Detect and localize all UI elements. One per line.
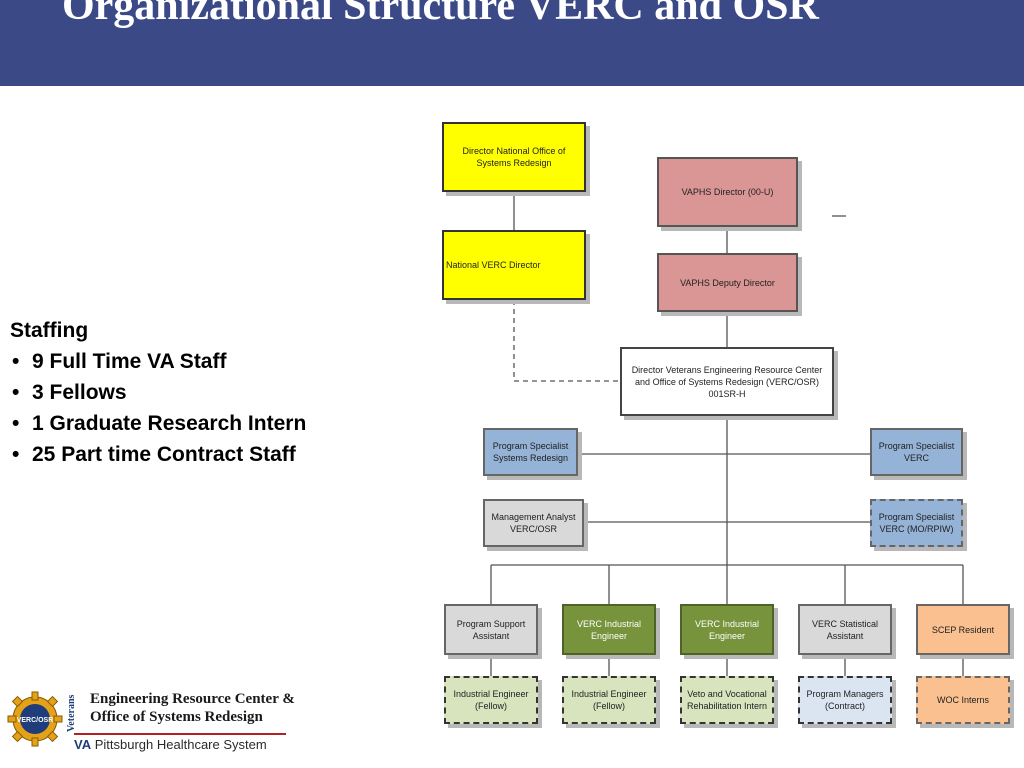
logo: VERC/OSR Veterans Engineering Resource C…: [0, 680, 300, 760]
box-woc-interns: WOC Interns: [916, 676, 1010, 724]
box-ps-verc: Program Specialist VERC: [870, 428, 963, 476]
gear-logo-icon: VERC/OSR: [7, 691, 63, 747]
logo-line-2: Office of Systems Redesign: [90, 709, 263, 725]
box-national-verc-director: National VERC Director: [442, 230, 586, 300]
box-director-verc-osr: Director Veterans Engineering Resource C…: [620, 347, 834, 416]
staffing-list: 9 Full Time VA Staff 3 Fellows 1 Graduat…: [10, 346, 390, 470]
staffing-section: Staffing 9 Full Time VA Staff 3 Fellows …: [10, 315, 390, 470]
box-industrial-engineer-fellow-1: Industrial Engineer (Fellow): [444, 676, 538, 724]
slide-title: Organizational Structure VERC and OSR: [62, 0, 819, 29]
title-bar: Organizational Structure VERC and OSR: [0, 0, 1024, 86]
box-management-analyst: Management Analyst VERC/OSR: [483, 499, 584, 547]
box-vaphs-deputy-director: VAPHS Deputy Director: [657, 253, 798, 312]
logo-vertical-text: Veterans: [66, 694, 77, 732]
box-ps-systems-redesign: Program Specialist Systems Redesign: [483, 428, 578, 476]
logo-va: VA: [74, 737, 92, 752]
box-program-managers-contract: Program Managers (Contract): [798, 676, 892, 724]
staffing-item: 3 Fellows: [10, 377, 390, 408]
logo-subtitle: VA Pittsburgh Healthcare System: [74, 737, 267, 752]
box-verc-statistical-assistant: VERC Statistical Assistant: [798, 604, 892, 655]
box-veto-vocational-intern: Veto and Vocational Rehabilitation Inter…: [680, 676, 774, 724]
box-director-national-osr: Director National Office of Systems Rede…: [442, 122, 586, 192]
box-scep-resident: SCEP Resident: [916, 604, 1010, 655]
staffing-heading: Staffing: [10, 319, 89, 342]
staffing-item: 9 Full Time VA Staff: [10, 346, 390, 377]
logo-line-1: Engineering Resource Center &: [90, 691, 295, 707]
box-verc-industrial-engineer-2: VERC Industrial Engineer: [680, 604, 774, 655]
box-verc-industrial-engineer-1: VERC Industrial Engineer: [562, 604, 656, 655]
staffing-item: 25 Part time Contract Staff: [10, 439, 390, 470]
box-vaphs-director: VAPHS Director (00-U): [657, 157, 798, 227]
box-industrial-engineer-fellow-2: Industrial Engineer (Fellow): [562, 676, 656, 724]
staffing-item: 1 Graduate Research Intern: [10, 408, 390, 439]
gear-logo-label: VERC/OSR: [17, 717, 54, 724]
logo-subtitle-text: Pittsburgh Healthcare System: [91, 737, 267, 752]
box-ps-verc-mo: Program Specialist VERC (MO/RPIW): [870, 499, 963, 547]
box-program-support-assistant: Program Support Assistant: [444, 604, 538, 655]
logo-divider: [74, 733, 286, 735]
